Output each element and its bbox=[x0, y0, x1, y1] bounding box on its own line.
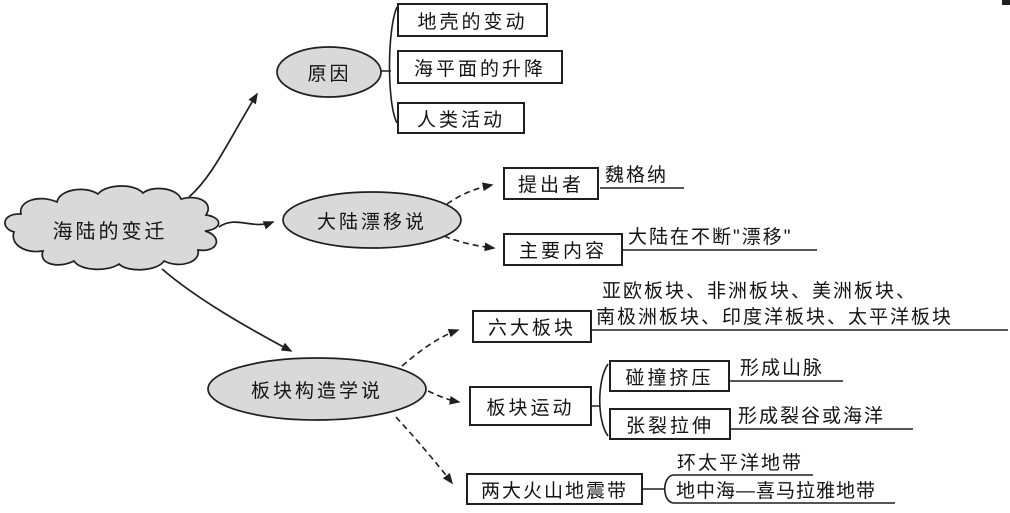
movement-brace bbox=[592, 363, 609, 437]
tension-value: 形成裂谷或海洋 bbox=[738, 406, 886, 427]
collision-value: 形成山脉 bbox=[740, 358, 825, 379]
causes-node-label: 原因 bbox=[307, 64, 352, 85]
content-value: 大陆在不断"漂移" bbox=[628, 227, 793, 248]
arrow-drift-to-proposer bbox=[446, 182, 494, 205]
arrow-plate-to-sixplates bbox=[401, 328, 460, 367]
arrow-root-to-causes bbox=[188, 92, 258, 198]
causes-bracket bbox=[381, 6, 398, 124]
collision-box: 碰撞挤压 bbox=[609, 360, 730, 392]
drift-ellipse bbox=[282, 191, 462, 249]
proposer-value: 魏格纳 bbox=[605, 165, 669, 186]
causes-ellipse bbox=[276, 46, 382, 98]
drift-node-label: 大陆漂移说 bbox=[316, 212, 427, 233]
cloud-shape bbox=[4, 185, 220, 271]
arrow-plate-to-belts bbox=[395, 416, 454, 485]
cause-box-crust: 地壳的变动 bbox=[397, 3, 548, 37]
content-box: 主要内容 bbox=[503, 233, 623, 266]
cause-box-human: 人类活动 bbox=[397, 102, 525, 134]
belts-box: 两大火山地震带 bbox=[466, 473, 643, 505]
belt1-value: 环太平洋地带 bbox=[677, 453, 804, 474]
cause-box-sealevel: 海平面的升降 bbox=[397, 50, 563, 84]
plate-ellipse bbox=[207, 357, 427, 421]
belts-brace bbox=[643, 474, 674, 504]
corner-mark bbox=[1002, 0, 1010, 5]
sixplates-box: 六大板块 bbox=[472, 310, 592, 343]
proposer-box: 提出者 bbox=[503, 167, 599, 200]
arrow-plate-to-movement bbox=[427, 390, 461, 405]
root-node-label: 海陆的变迁 bbox=[52, 220, 168, 243]
sixplates-line2: 南极洲板块、印度洋板块、太平洋板块 bbox=[596, 307, 954, 328]
plate-node-label: 板块构造学说 bbox=[250, 380, 383, 402]
belt2-value: 地中海—喜马拉雅地带 bbox=[676, 481, 877, 502]
arrow-root-to-drift bbox=[218, 221, 275, 230]
arrow-drift-to-content bbox=[443, 235, 496, 252]
movement-box: 板块运动 bbox=[469, 386, 592, 426]
sixplates-line1: 亚欧板块、非洲板块、美洲板块、 bbox=[602, 281, 918, 302]
tension-box: 张裂拉伸 bbox=[609, 408, 731, 440]
arrow-root-to-plate bbox=[161, 268, 293, 352]
